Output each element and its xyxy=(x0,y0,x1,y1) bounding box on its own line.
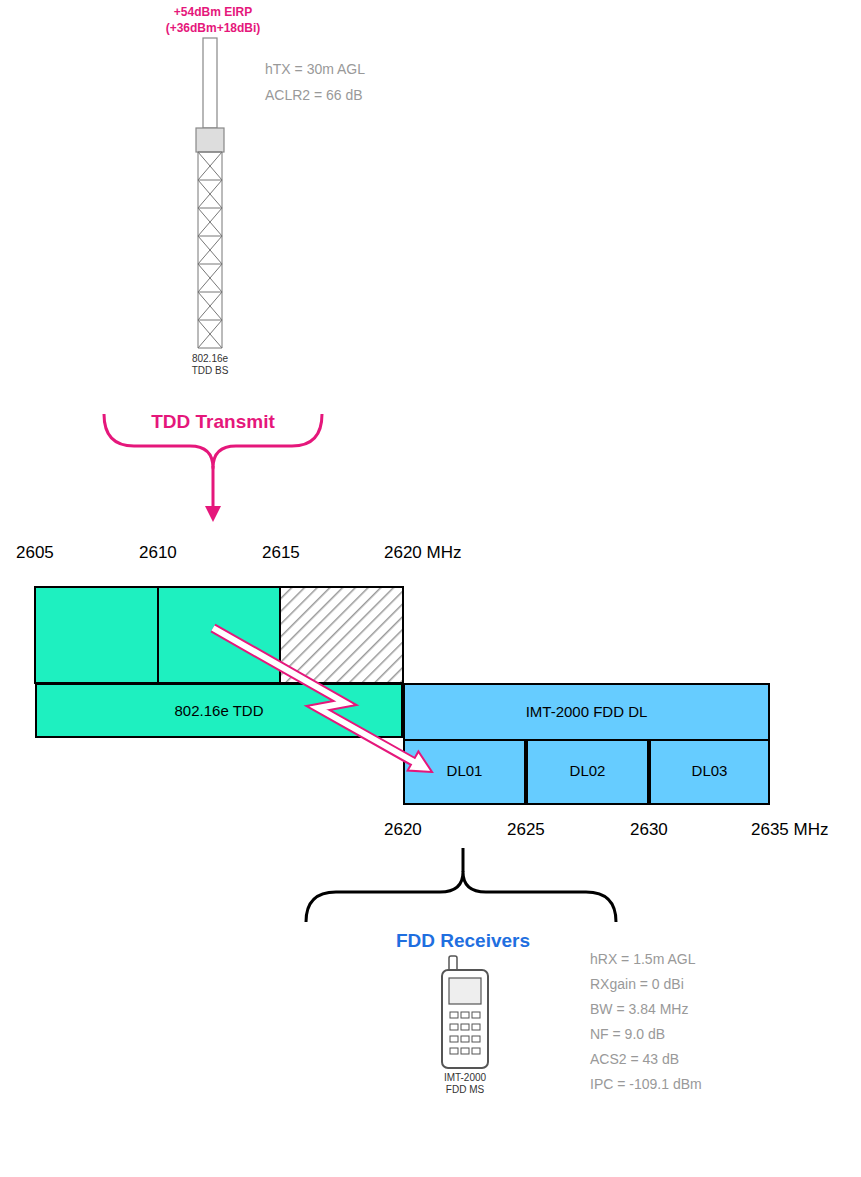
phone-symbol xyxy=(442,956,488,1068)
device-label: 802.16e TDD BS xyxy=(184,353,236,377)
channel-box: DL03 xyxy=(649,739,770,805)
antenna-box xyxy=(196,128,224,152)
group-heading: FDD Receivers xyxy=(353,930,573,952)
tower-symbol xyxy=(196,38,224,348)
frequency-tick: 2620 MHz xyxy=(384,543,461,563)
parameter: hTX = 30m AGL xyxy=(265,60,365,78)
band-label: 802.16e TDD xyxy=(175,702,264,719)
frequency-tick: 2620 xyxy=(384,820,422,840)
frequency-tick: 2610 xyxy=(139,543,177,563)
frequency-tick: 2625 xyxy=(507,820,545,840)
band-label: DL02 xyxy=(570,762,606,779)
band-label: IMT-2000 FDD DL xyxy=(526,703,648,720)
phone-screen xyxy=(449,978,481,1004)
phone-keypad xyxy=(450,1012,480,1054)
pointer-line xyxy=(212,466,215,508)
frequency-tick: 2630 xyxy=(630,820,668,840)
guard-block xyxy=(280,587,403,683)
parameter: IPC = -109.1 dBm xyxy=(590,1075,702,1093)
lattice xyxy=(198,152,222,348)
frequency-tick: 2605 xyxy=(16,543,54,563)
bolt-fill xyxy=(213,628,416,763)
device-label: IMT-2000 FDD MS xyxy=(435,1072,495,1096)
frequency-tick: 2615 xyxy=(262,543,300,563)
brace xyxy=(462,848,465,872)
parameter: hRX = 1.5m AGL xyxy=(590,950,695,968)
channel-box: DL02 xyxy=(526,739,649,805)
parameter: NF = 9.0 dB xyxy=(590,1025,665,1043)
pointer-head xyxy=(205,506,221,522)
power-note: +54dBm EIRP (+36dBm+18dBi) xyxy=(143,4,283,36)
frequency-tick: 2635 MHz xyxy=(751,820,828,840)
parameter: ACLR2 = 66 dB xyxy=(265,86,363,104)
band-label: DL01 xyxy=(447,762,483,779)
parameter: BW = 3.84 MHz xyxy=(590,1000,688,1018)
band-block xyxy=(35,587,158,683)
brace xyxy=(306,872,616,922)
parameter: RXgain = 0 dBi xyxy=(590,975,684,993)
parameter: ACS2 = 43 dB xyxy=(590,1050,679,1068)
band-box: IMT-2000 FDD DL DL01 DL02 DL03 xyxy=(403,683,770,805)
antenna xyxy=(203,38,217,128)
group-heading: TDD Transmit xyxy=(103,411,323,433)
band-label: DL03 xyxy=(692,762,728,779)
phone-body xyxy=(442,970,488,1068)
